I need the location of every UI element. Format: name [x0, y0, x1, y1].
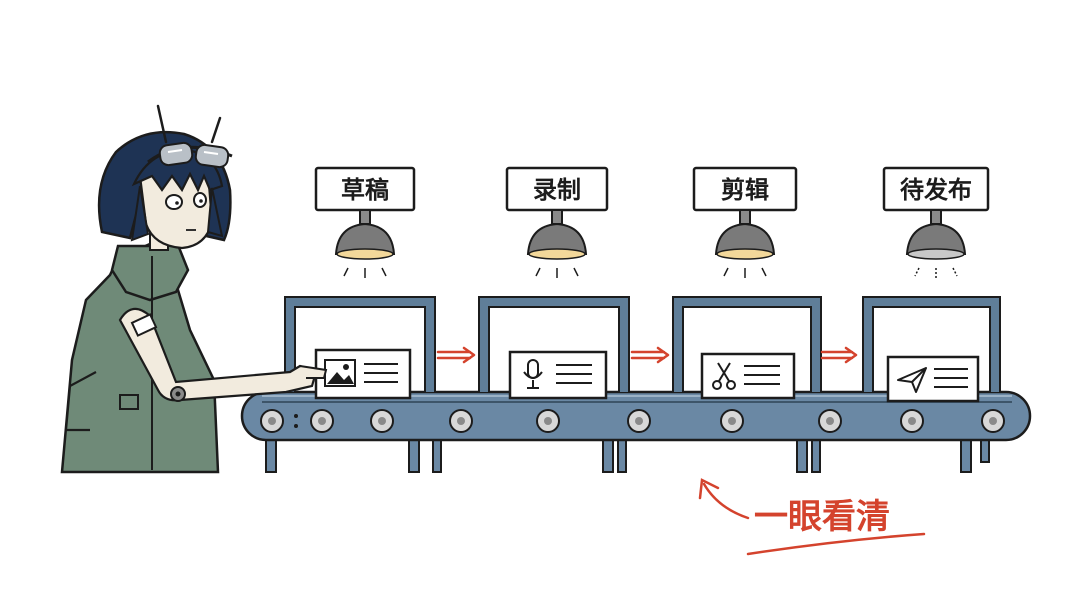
frame-edit	[672, 296, 822, 392]
microphone-icon	[523, 359, 543, 389]
lamp-icon	[714, 209, 776, 278]
eyes	[165, 192, 207, 210]
stage-draft: 草稿	[314, 166, 416, 278]
stage-publish: 待发布	[882, 166, 990, 278]
stage-sign: 草稿	[314, 166, 416, 212]
stage-sign: 录制	[505, 166, 609, 212]
stage-sign: 剪辑	[692, 166, 798, 212]
scissors-icon	[712, 362, 736, 390]
frame-draft	[284, 296, 436, 392]
arrow-right-icon	[820, 346, 858, 364]
card-draft	[314, 348, 412, 400]
underline-stroke	[746, 532, 926, 556]
stage-label: 录制	[533, 176, 581, 204]
lamp-icon	[526, 209, 588, 278]
stage-label: 草稿	[341, 176, 389, 204]
station-frames	[284, 296, 1001, 392]
curved-arrow-icon	[698, 478, 750, 520]
stage-label: 待发布	[900, 176, 972, 204]
frame-record	[478, 296, 630, 392]
conveyor-belt	[240, 390, 1032, 473]
arrow-right-icon	[436, 346, 476, 364]
character	[60, 104, 328, 474]
lamp-icon	[334, 209, 396, 278]
stage-edit: 剪辑	[692, 166, 798, 278]
annotation-text: 一眼看清	[754, 497, 890, 537]
annotation: 一眼看清	[698, 478, 926, 556]
goggles-icon	[147, 141, 233, 169]
stage-record: 录制	[505, 166, 609, 278]
frame-publish	[862, 296, 1001, 392]
paper-plane-icon	[897, 367, 927, 393]
lamp-icon	[905, 209, 967, 278]
stage-sign: 待发布	[882, 166, 990, 212]
card-publish	[886, 355, 980, 403]
image-icon	[324, 359, 356, 387]
card-record	[508, 350, 608, 400]
flow-arrows	[436, 346, 858, 364]
stage-label: 剪辑	[721, 176, 769, 204]
card-edit	[700, 352, 796, 400]
arrow-right-icon	[630, 346, 670, 364]
